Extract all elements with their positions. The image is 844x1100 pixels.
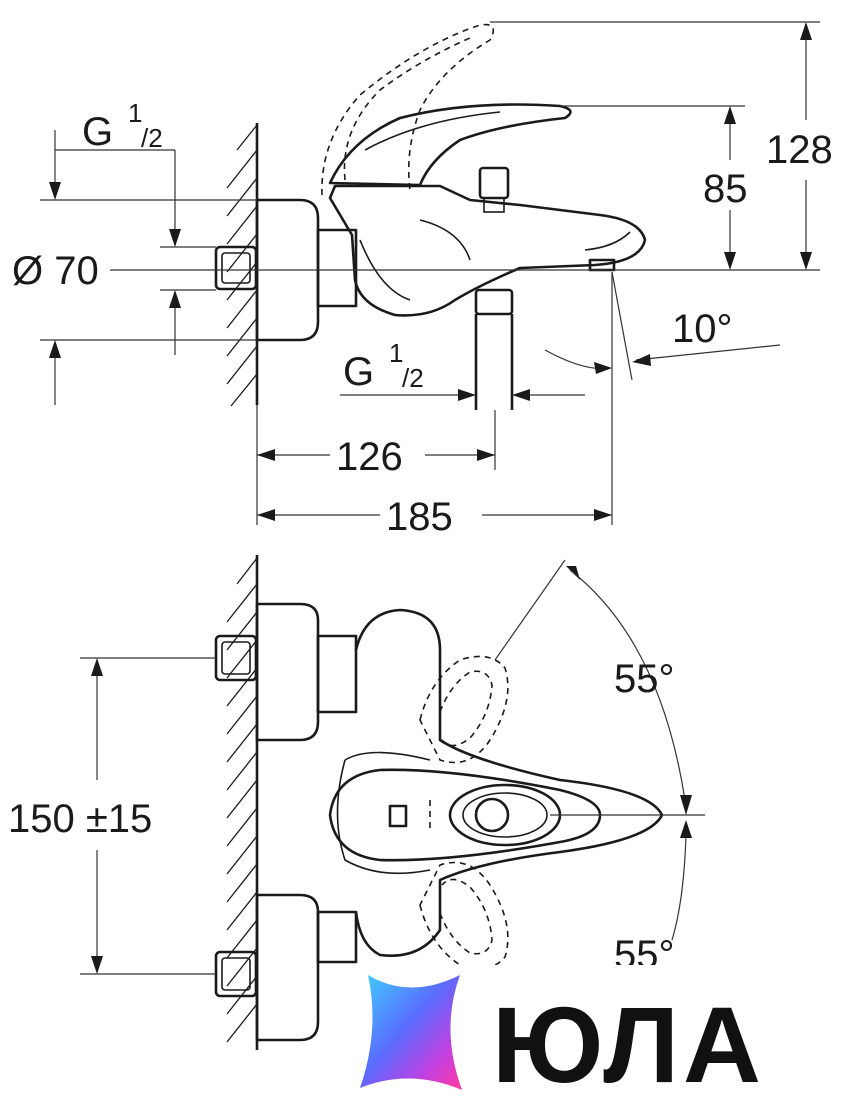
wall-hatching-side — [226, 124, 258, 407]
thread-bottom-sub: /2 — [402, 363, 424, 393]
thread-top-dimension — [55, 149, 216, 355]
mixer-body-side — [328, 184, 647, 317]
outlet-fitting — [474, 288, 514, 316]
thread-bottom-sup: 1 — [389, 338, 403, 368]
wall-side — [226, 123, 259, 407]
thread-bottom-label: G — [343, 350, 374, 394]
indicator-mark — [388, 804, 408, 828]
dimension-126-label: 126 — [336, 435, 403, 479]
logo-text: ЮЛА — [492, 984, 765, 1100]
dimension-185 — [257, 509, 612, 521]
dimension-128 — [490, 21, 820, 270]
escutcheon-lower — [255, 893, 320, 1042]
dimension-128-label: 128 — [766, 128, 833, 172]
angle-55-dimension — [494, 559, 705, 941]
angle-55-upper-label: 55° — [614, 657, 675, 701]
diverter-knob — [478, 166, 510, 200]
escutcheon-upper — [255, 602, 320, 742]
dimension-150-label: 150 ±15 — [8, 797, 152, 841]
angle-10-label: 10° — [672, 307, 733, 351]
thread-top-label: G — [82, 110, 113, 154]
dimension-150 — [80, 657, 216, 975]
dimension-85 — [560, 105, 745, 270]
body-neck — [316, 228, 358, 308]
thread-top-sub: /2 — [141, 123, 163, 153]
yula-logo: ЮЛА — [360, 975, 765, 1100]
lever-side — [328, 103, 572, 187]
wall-hatching-top — [226, 557, 258, 1043]
lever-hub — [474, 797, 510, 833]
side-view: G 1 /2 Ø 70 G 1 /2 — [12, 21, 833, 539]
logo-star-icon — [360, 975, 462, 1090]
escutcheon-side — [255, 198, 320, 342]
lever-ring — [448, 783, 562, 847]
lever-ghost-lower — [419, 861, 509, 970]
dimension-185-label: 185 — [386, 495, 453, 539]
lever-ghost-upper — [419, 655, 509, 764]
dimension-126 — [257, 449, 495, 461]
lever-open-ghost — [321, 23, 495, 196]
wall-top — [226, 555, 259, 1050]
angle-10-dimension — [544, 271, 781, 381]
diameter-dimension — [40, 130, 820, 405]
dimension-85-label: 85 — [703, 167, 748, 211]
thread-top-sup: 1 — [128, 98, 142, 128]
thread-bottom-dimension — [340, 389, 585, 401]
diameter-label: Ø 70 — [12, 249, 99, 293]
